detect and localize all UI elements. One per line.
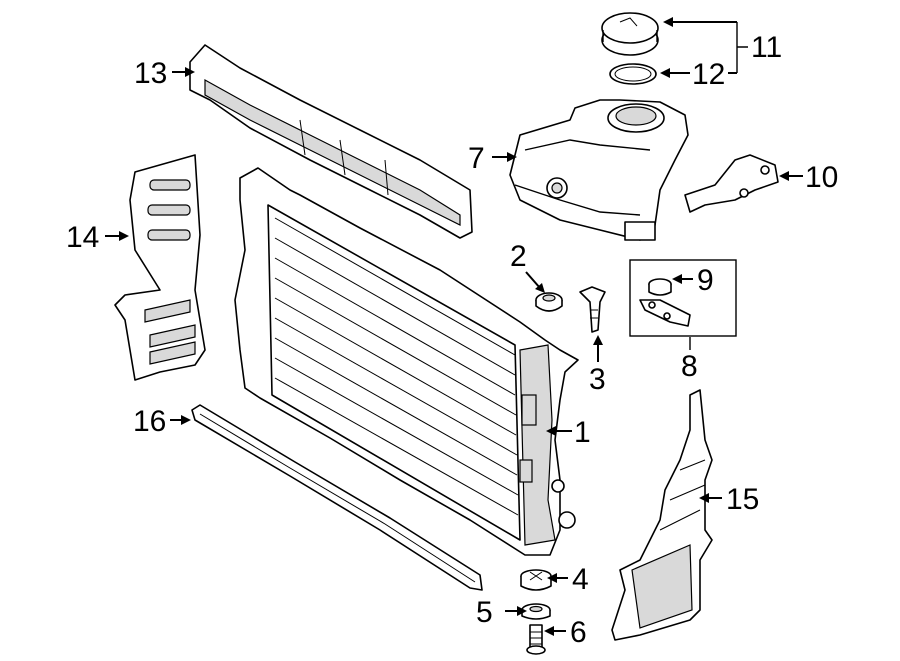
expansion-tank <box>509 99 689 241</box>
part-8-group-box <box>629 259 737 337</box>
callout-9: 9 <box>697 264 714 297</box>
bushing-9 <box>648 278 672 296</box>
callout-5: 5 <box>476 596 493 629</box>
callout-13: 13 <box>134 57 167 90</box>
callout-3: 3 <box>589 363 606 396</box>
rubber-mount <box>520 569 552 591</box>
tank-cap <box>601 12 659 56</box>
mount-pin <box>579 286 606 333</box>
callout-labels: 1 2 3 4 5 6 7 8 9 10 11 12 13 14 15 16 <box>66 31 838 649</box>
callout-1: 1 <box>574 416 591 449</box>
callout-12: 12 <box>692 58 725 91</box>
callout-6: 6 <box>570 616 587 649</box>
callout-10: 10 <box>805 161 838 194</box>
right-air-guide <box>611 389 713 641</box>
callout-2: 2 <box>510 240 527 273</box>
seal-ring <box>609 63 657 85</box>
upper-crossmember <box>189 44 473 239</box>
lower-seal <box>191 404 483 591</box>
callout-7: 7 <box>468 142 485 175</box>
callout-4: 4 <box>572 563 589 596</box>
callout-8: 8 <box>681 350 698 383</box>
tank-bracket <box>684 154 779 213</box>
callout-16: 16 <box>133 405 166 438</box>
left-air-guide <box>114 154 206 381</box>
grommet <box>535 292 563 312</box>
callout-15: 15 <box>726 483 759 516</box>
leader-lines <box>105 17 803 636</box>
callout-11: 11 <box>751 31 782 64</box>
callout-14: 14 <box>66 221 99 254</box>
washer <box>521 603 551 620</box>
small-bracket <box>639 299 691 327</box>
radiator <box>234 167 579 556</box>
bolt <box>526 624 546 655</box>
